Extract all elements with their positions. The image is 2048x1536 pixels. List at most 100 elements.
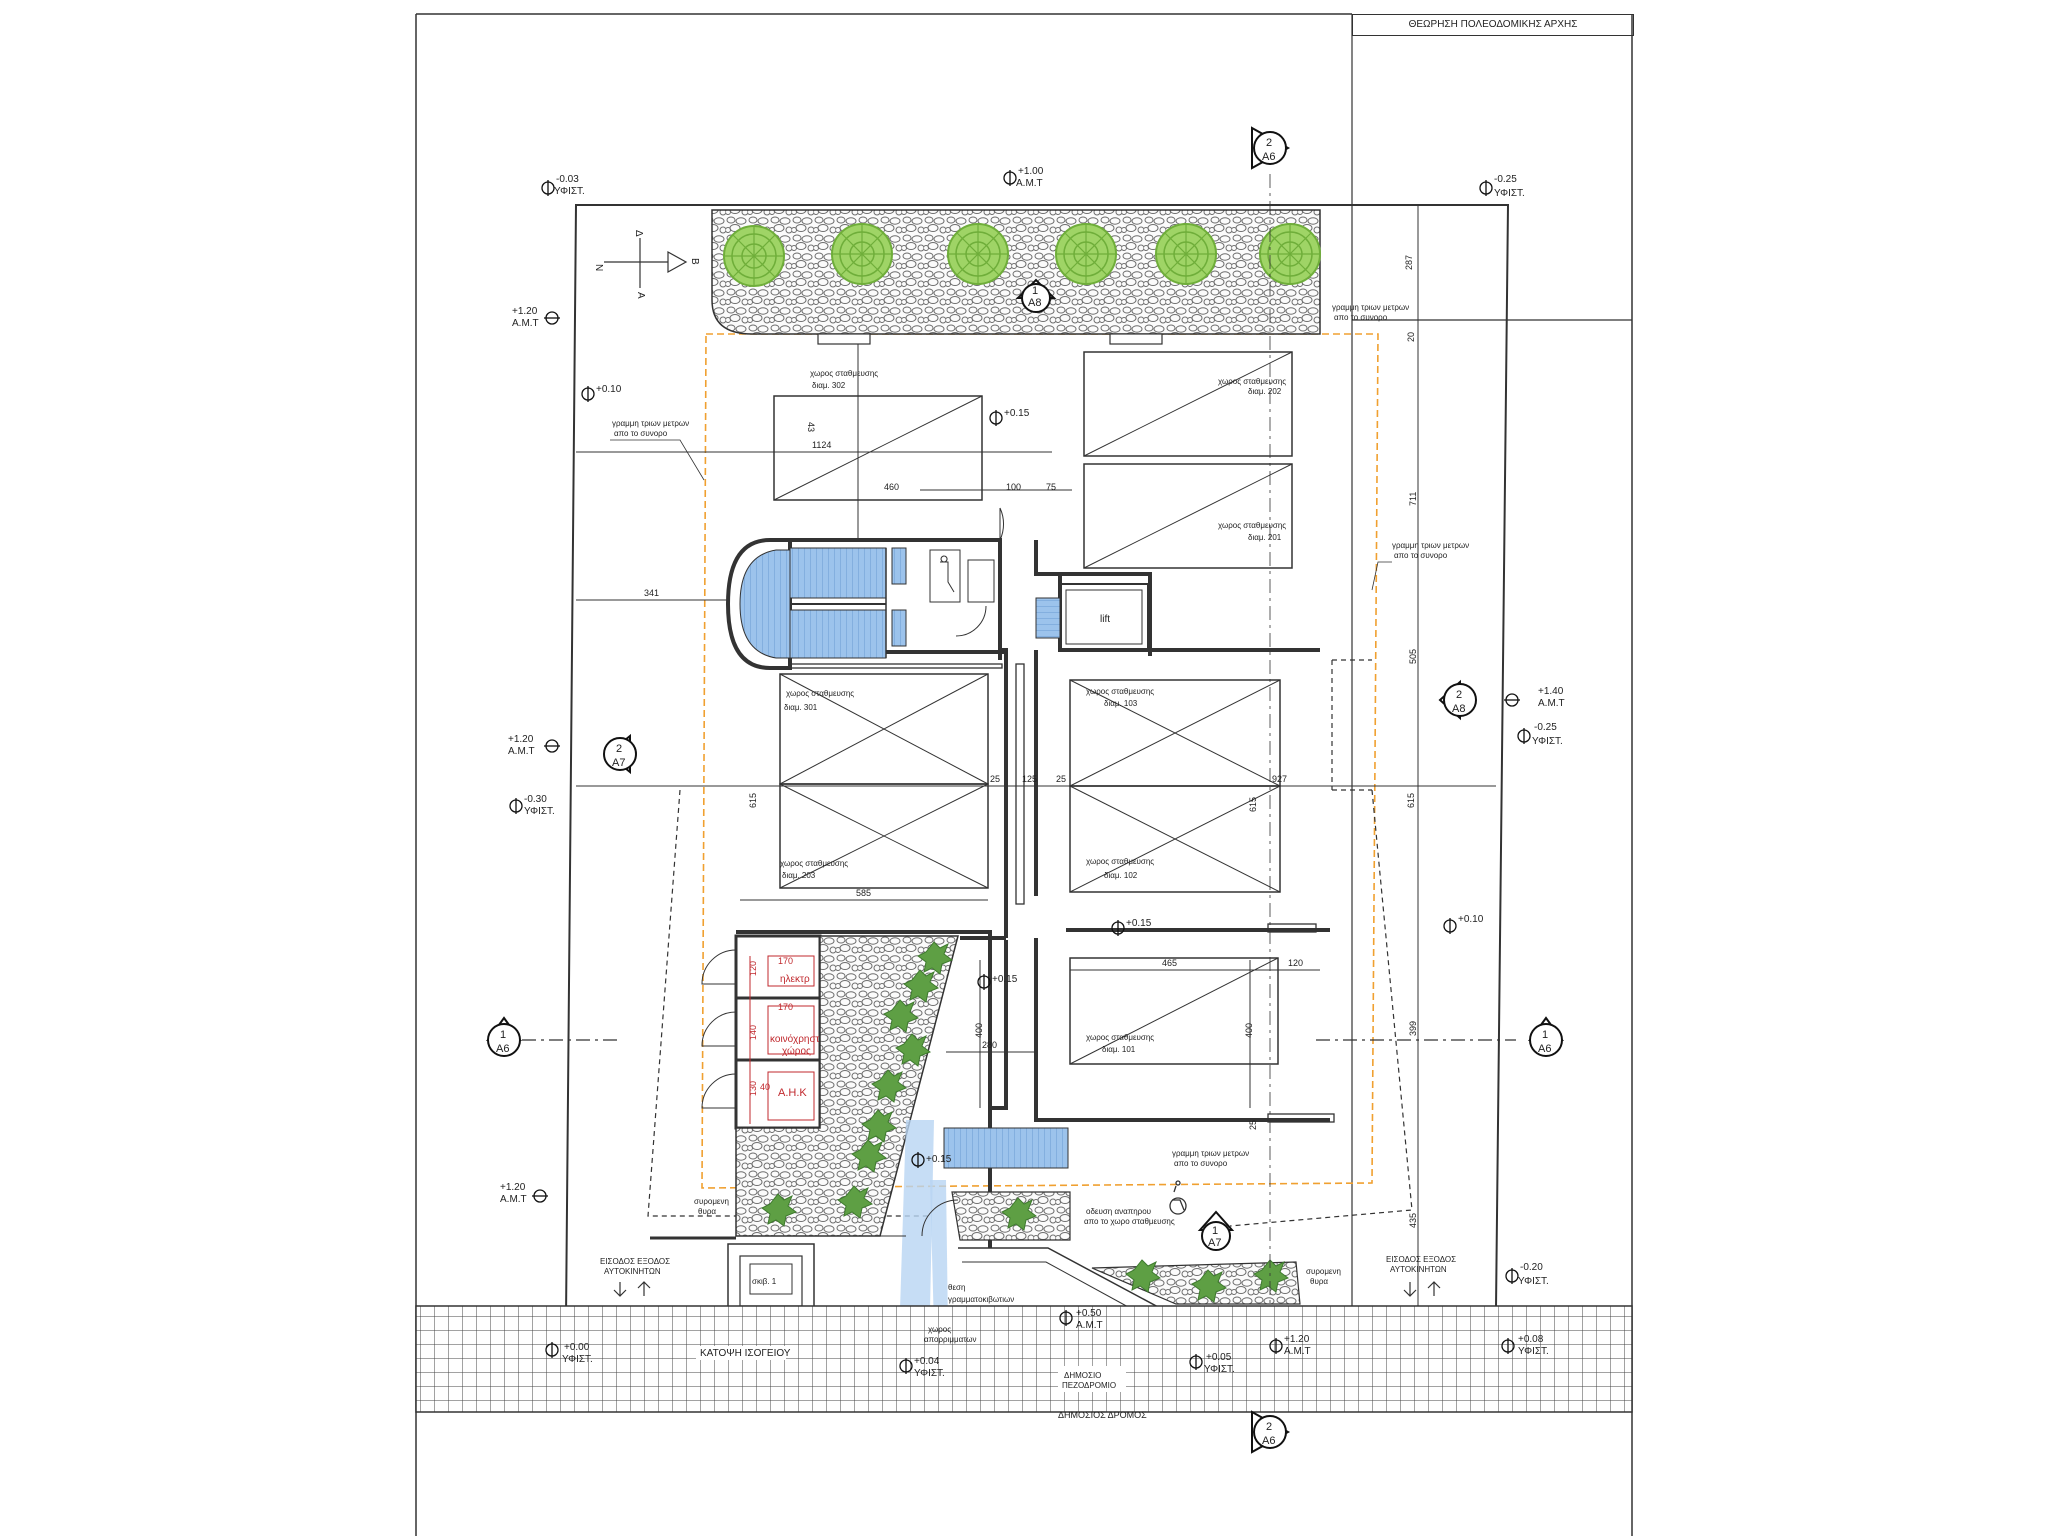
svg-text:ΑΥΤΟΚΙΝΗΤΩΝ: ΑΥΤΟΚΙΝΗΤΩΝ <box>604 1267 661 1276</box>
svg-text:απο το συνορο: απο το συνορο <box>1394 551 1448 560</box>
svg-text:γραμματοκιβωτιων: γραμματοκιβωτιων <box>948 1295 1014 1304</box>
svg-text:διαμ. 202: διαμ. 202 <box>1248 387 1282 396</box>
svg-text:συρομενη: συρομενη <box>1306 1267 1341 1276</box>
entrance-ramp <box>650 1120 1161 1328</box>
room-ahk: Α.Η.Κ <box>778 1087 807 1099</box>
section-marker-labels: 2 A6 2 A6 1 A6 1 A6 2 A7 2 A8 1 A8 1 A7 <box>496 137 1551 1447</box>
svg-text:χωρος σταθμευσης: χωρος σταθμευσης <box>1086 687 1154 696</box>
svg-text:+1.20: +1.20 <box>508 734 534 745</box>
compass-d: Δ <box>633 230 644 237</box>
svg-text:2: 2 <box>616 743 622 755</box>
svg-text:505: 505 <box>1408 649 1418 664</box>
svg-text:χωρος σταθμευσης: χωρος σταθμευσης <box>786 689 854 698</box>
svg-text:ΕΙΣΟΔΟΣ ΕΞΟΔΟΣ: ΕΙΣΟΔΟΣ ΕΞΟΔΟΣ <box>600 1257 670 1266</box>
svg-text:ΥΦΙΣΤ.: ΥΦΙΣΤ. <box>1518 1276 1549 1287</box>
svg-text:διαμ. 203: διαμ. 203 <box>782 871 816 880</box>
svg-text:+0.50: +0.50 <box>1076 1308 1102 1319</box>
svg-text:+0.15: +0.15 <box>926 1154 952 1165</box>
svg-text:διαμ. 302: διαμ. 302 <box>812 381 846 390</box>
svg-text:+0.04: +0.04 <box>914 1356 940 1367</box>
svg-text:+1.40: +1.40 <box>1538 686 1564 697</box>
svg-text:+1.20: +1.20 <box>512 306 538 317</box>
north-arrow <box>604 238 688 288</box>
svg-text:A8: A8 <box>1452 703 1465 715</box>
svg-text:-0.03: -0.03 <box>556 174 579 185</box>
svg-text:75: 75 <box>1046 482 1056 492</box>
svg-text:+1.20: +1.20 <box>500 1182 526 1193</box>
svg-text:γραμμη τριων μετρων: γραμμη τριων μετρων <box>1392 541 1469 550</box>
compass-a: Α <box>635 292 646 299</box>
svg-text:χωρος σταθμευσης: χωρος σταθμευσης <box>1086 1033 1154 1042</box>
svg-text:ΥΦΙΣΤ.: ΥΦΙΣΤ. <box>562 1354 593 1365</box>
svg-text:ΥΦΙΣΤ.: ΥΦΙΣΤ. <box>554 186 585 197</box>
svg-text:25: 25 <box>1248 1120 1258 1130</box>
svg-text:140: 140 <box>748 1025 758 1040</box>
svg-text:125: 125 <box>1022 774 1037 784</box>
svg-text:1124: 1124 <box>812 440 831 450</box>
svg-text:Α.Μ.Τ: Α.Μ.Τ <box>500 1194 527 1205</box>
lift-shaft <box>1035 583 1149 651</box>
svg-text:+0.00: +0.00 <box>564 1342 590 1353</box>
svg-text:-0.25: -0.25 <box>1494 174 1517 185</box>
svg-text:1: 1 <box>1212 1225 1218 1237</box>
room-common-1: κοινόχρηστος <box>770 1033 830 1045</box>
svg-text:711: 711 <box>1408 492 1418 506</box>
svg-text:435: 435 <box>1408 1213 1418 1228</box>
parking-labels: χωρος σταθμευσης διαμ. 302 χωρος σταθμευ… <box>780 369 1286 1054</box>
svg-text:-0.25: -0.25 <box>1534 722 1557 733</box>
room-common-2: χώρος <box>782 1045 811 1057</box>
bin-label: σκιβ. 1 <box>752 1277 777 1286</box>
svg-text:2: 2 <box>1456 689 1462 701</box>
svg-text:χωρος: χωρος <box>928 1325 951 1334</box>
level-symbols <box>509 170 1531 1374</box>
svg-text:ΕΙΣΟΔΟΣ ΕΞΟΔΟΣ: ΕΙΣΟΔΟΣ ΕΞΟΔΟΣ <box>1386 1255 1456 1264</box>
svg-text:απο το χωρο σταθμευσης: απο το χωρο σταθμευσης <box>1084 1217 1175 1226</box>
svg-text:43: 43 <box>806 422 816 432</box>
svg-text:120: 120 <box>1288 958 1303 968</box>
svg-text:θυρα: θυρα <box>1310 1277 1328 1286</box>
svg-text:400: 400 <box>974 1023 984 1038</box>
svg-text:341: 341 <box>644 588 659 598</box>
svg-text:ΥΦΙΣΤ.: ΥΦΙΣΤ. <box>1494 188 1525 199</box>
svg-text:100: 100 <box>1006 482 1021 492</box>
sidewalk-label-2: ΠΕΖΟΔΡΟΜΙΟ <box>1062 1381 1116 1390</box>
svg-text:απο το συνορο: απο το συνορο <box>614 429 668 438</box>
svg-text:+0.05: +0.05 <box>1206 1352 1232 1363</box>
compass-n: Ν <box>593 264 604 271</box>
svg-text:διαμ. 103: διαμ. 103 <box>1104 699 1138 708</box>
svg-text:Α.Μ.Τ: Α.Μ.Τ <box>508 746 535 757</box>
svg-text:25: 25 <box>990 774 1000 784</box>
svg-text:1: 1 <box>1542 1029 1548 1041</box>
svg-text:χωρος σταθμευσης: χωρος σταθμευσης <box>1218 521 1286 530</box>
dimension-values: 1124 43 460 100 75 341 287 711 615 615 6… <box>644 255 1418 1228</box>
svg-text:Α.Μ.Τ: Α.Μ.Τ <box>1016 178 1043 189</box>
svg-text:Α.Μ.Τ: Α.Μ.Τ <box>1284 1346 1311 1357</box>
svg-text:A6: A6 <box>1538 1043 1551 1055</box>
svg-text:399: 399 <box>1408 1021 1418 1036</box>
svg-text:460: 460 <box>884 482 899 492</box>
svg-text:Α.Μ.Τ: Α.Μ.Τ <box>1076 1320 1103 1331</box>
svg-text:ΥΦΙΣΤ.: ΥΦΙΣΤ. <box>914 1368 945 1379</box>
svg-text:130: 130 <box>748 1081 758 1096</box>
svg-text:θεση: θεση <box>948 1283 965 1292</box>
service-rooms <box>701 934 822 1130</box>
svg-text:οδευση αναπηρου: οδευση αναπηρου <box>1086 1207 1151 1216</box>
svg-text:θυρα: θυρα <box>698 1207 716 1216</box>
svg-text:διαμ. 102: διαμ. 102 <box>1104 871 1138 880</box>
entrance-labels: ΕΙΣΟΔΟΣ ΕΞΟΔΟΣ ΑΥΤΟΚΙΝΗΤΩΝ ΕΙΣΟΔΟΣ ΕΞΟΔΟ… <box>600 1197 1456 1344</box>
accessible-icon <box>1169 1180 1187 1215</box>
svg-text:χωρος σταθμευσης: χωρος σταθμευσης <box>810 369 878 378</box>
svg-text:40: 40 <box>760 1082 770 1092</box>
svg-text:+1.20: +1.20 <box>1284 1334 1310 1345</box>
svg-text:διαμ. 101: διαμ. 101 <box>1102 1045 1136 1054</box>
sidewalk-labels <box>696 1346 1126 1392</box>
svg-text:A6: A6 <box>1262 1435 1275 1447</box>
svg-text:-0.30: -0.30 <box>524 794 547 805</box>
dimension-lines <box>576 205 1496 1306</box>
svg-text:465: 465 <box>1162 958 1177 968</box>
svg-text:γραμμη τριων μετρων: γραμμη τριων μετρων <box>1332 303 1409 312</box>
south-planter <box>735 935 1301 1305</box>
svg-text:170: 170 <box>778 956 793 966</box>
svg-text:120: 120 <box>748 961 758 976</box>
